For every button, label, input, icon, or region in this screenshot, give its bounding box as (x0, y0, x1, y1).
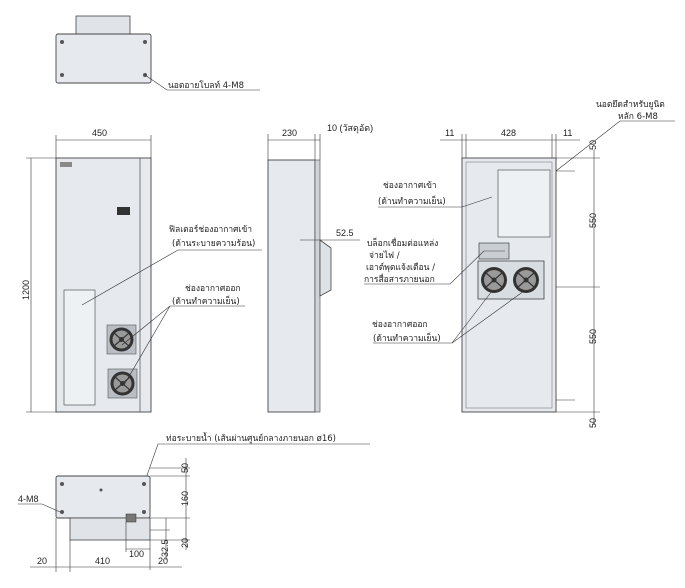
bot-v160-dim: 160 (180, 491, 190, 506)
bottom-bolt (142, 510, 146, 514)
side-offset-dim: 52.5 (336, 228, 354, 238)
back-right-dim: 11 (563, 128, 572, 138)
outlet-right-label-line1: ช่องอากาศออก (372, 320, 428, 330)
bot-v20-dim: 20 (180, 538, 190, 548)
side-protrusion (319, 239, 332, 297)
front-view: 450 1200 ฟิลเตอร์ช่องอากาศเข้า (ด้า (21, 128, 262, 413)
back-v1-dim: 50 (588, 140, 598, 150)
inlet-right-label-line2: (ด้านทำความเย็น) (378, 195, 446, 207)
bot-v32-dim: 32.5 (160, 539, 170, 557)
main-bolts-label-line1: นอตยึดสำหรับยูนิต (596, 100, 665, 110)
outlet-left-label-line1: ช่องอากาศออก (185, 284, 241, 294)
top-view-body (55, 33, 152, 84)
left-fan-lower (107, 368, 138, 399)
bottom-view: ท่อระบายน้ำ (เส้นผ่านศูนย์กลางภายนอก ø16… (18, 432, 370, 572)
bottom-bolt (60, 482, 64, 486)
bot-mid-dim: 410 (95, 556, 110, 566)
filter-panel (63, 289, 96, 406)
front-width-dim: 450 (92, 128, 107, 138)
filter-label-line2: (ด้านระบายความร้อน) (172, 238, 255, 249)
bottom-bolts-label: 4-M8 (18, 494, 39, 504)
back-v4-dim: 50 (588, 418, 598, 428)
left-fan-upper (106, 324, 137, 355)
block-label-line1: บล็อกเชื่อมต่อแหล่ง (367, 237, 438, 249)
bottom-view-body (55, 475, 151, 519)
side-depth-dim: 230 (282, 128, 297, 138)
top-bolts-label: นอตอายโบลท์ 4-M8 (168, 80, 244, 91)
back-left-dim: 11 (445, 128, 454, 138)
height-dim: 1200 (21, 280, 31, 300)
back-width-dim: 428 (501, 128, 516, 138)
front-logo (60, 162, 72, 167)
block-label-line3: เอาต์พุตแจ้งเตือน / (366, 262, 435, 273)
back-fan-left (481, 267, 507, 293)
drain-label: ท่อระบายน้ำ (เส้นผ่านศูนย์กลางภายนอก ø16… (166, 432, 336, 444)
bottom-bolt (142, 482, 146, 486)
block-label-line2: จ่ายไฟ / (369, 250, 400, 261)
back-v2-dim: 550 (588, 213, 598, 228)
top-view: นอตอายโบลท์ 4-M8 (55, 15, 260, 91)
outlet-left-label-line2: (ด้านทำความเย็น) (172, 295, 240, 307)
filter-label-line1: ฟิลเตอร์ช่องอากาศเข้า (169, 224, 252, 235)
front-badge (117, 207, 130, 215)
bottom-bolt (60, 510, 64, 514)
top-bolt (143, 40, 147, 44)
bot-right-dim: 20 (158, 556, 168, 566)
main-bolts-label-line2: หลัก 6-M8 (618, 112, 658, 122)
block-label-line4: การสื่อสารภายนอก (364, 273, 435, 285)
back-fan-right (513, 267, 539, 293)
bot-100-dim: 100 (129, 549, 144, 559)
outlet-right-label-line2: (ด้านทำความเย็น) (373, 332, 441, 344)
inlet-right-label-line1: ช่องอากาศเข้า (383, 180, 437, 191)
top-bolt (60, 73, 64, 77)
side-view-body (267, 159, 316, 413)
back-inlet (497, 169, 551, 238)
top-bolt (60, 40, 64, 44)
bot-left-dim: 20 (37, 556, 47, 566)
drain-pipe (125, 513, 137, 523)
bottom-panel (69, 517, 151, 541)
back-v3-dim: 550 (588, 329, 598, 344)
side-flange-dim: 10 (วัสดุอัด) (327, 123, 373, 134)
back-view: 11 428 11 50 550 550 50 (364, 100, 675, 428)
bot-v50-dim: 50 (180, 463, 190, 473)
side-view: 230 10 (วัสดุอัด) 52.5 (267, 123, 373, 413)
